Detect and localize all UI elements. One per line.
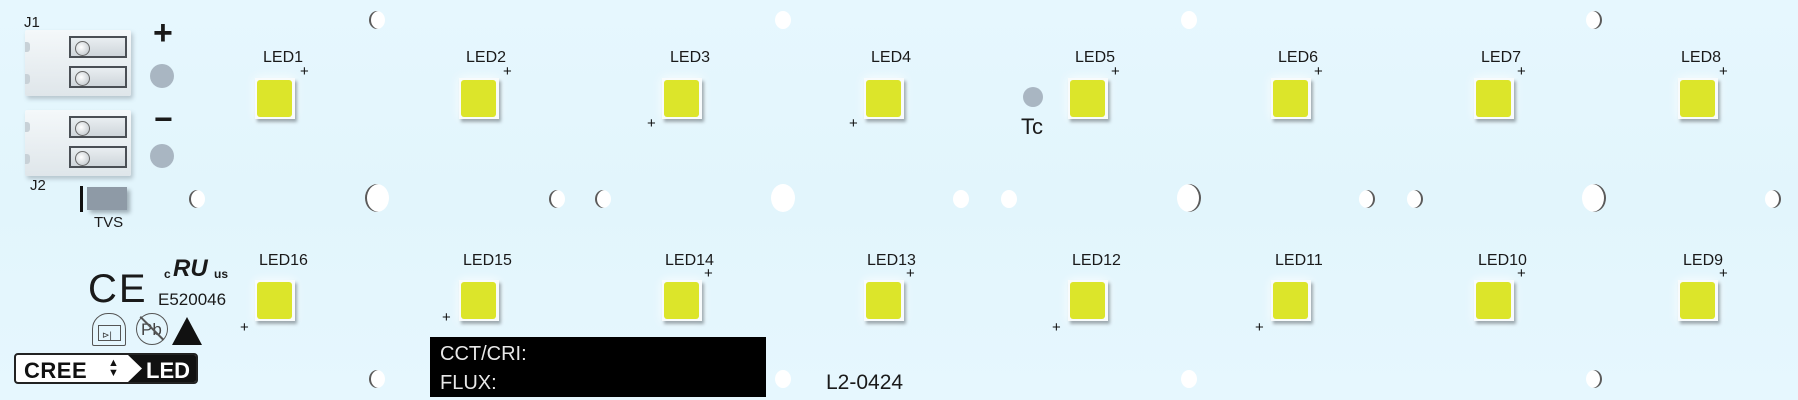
mounting-hole [1181, 11, 1197, 29]
led-label: LED12 [1072, 252, 1121, 269]
mounting-hole [369, 11, 385, 29]
mid-hole [549, 190, 565, 208]
negative-solder-pad [150, 144, 174, 168]
tvs-component [87, 187, 127, 210]
cct-cri-label: CCT/CRI: [440, 343, 527, 365]
polarity-plus: + [1111, 63, 1120, 80]
led-label: LED1 [263, 49, 304, 66]
mid-hole [953, 190, 969, 208]
mid-hole [189, 190, 205, 208]
mid-hole [1765, 190, 1781, 208]
polarity-plus: + [1719, 63, 1728, 80]
connector-j1 [25, 30, 131, 96]
plus-polarity-icon: + [153, 14, 173, 52]
polarity-plus: + [1255, 319, 1264, 336]
led-label: LED4 [871, 49, 912, 66]
led-label: LED2 [466, 49, 507, 66]
polarity-plus: + [704, 265, 713, 282]
led-label: LED9 [1683, 252, 1724, 269]
led-label: LED3 [670, 49, 711, 66]
mid-hole [595, 190, 611, 208]
polarity-plus: + [1314, 63, 1323, 80]
tvs-label: TVS [94, 214, 124, 231]
led-label: LED6 [1278, 49, 1319, 66]
logo-suffix: LED [146, 358, 190, 383]
polarity-plus: + [1052, 319, 1061, 336]
polarity-plus: + [1517, 265, 1526, 282]
mounting-hole [1586, 370, 1602, 388]
j2-label: J2 [30, 177, 46, 194]
polarity-plus: + [1517, 63, 1526, 80]
mid-hole-large [1582, 184, 1606, 212]
tvs-polarity-bar [80, 186, 83, 212]
mounting-hole [775, 11, 791, 29]
mounting-hole [775, 370, 791, 388]
led-label: LED11 [1275, 252, 1323, 269]
polarity-plus: + [906, 265, 915, 282]
logo-brand: CREE [24, 358, 88, 383]
polarity-plus: + [849, 115, 858, 132]
mid-hole [1407, 190, 1423, 208]
mid-hole-large [771, 184, 795, 212]
mid-hole-large [1177, 184, 1201, 212]
tc-label: Tc [1021, 114, 1043, 139]
part-number: L2-0424 [826, 371, 904, 394]
led-label: LED10 [1478, 252, 1527, 269]
positive-solder-pad [150, 64, 174, 88]
mounting-hole [1181, 370, 1197, 388]
led-label: LED13 [867, 252, 916, 269]
mounting-hole [1586, 11, 1602, 29]
led-label: LED16 [259, 252, 308, 269]
esd-warning-icon [172, 317, 202, 345]
minus-polarity-icon: − [154, 101, 173, 137]
led-label: LED14 [665, 252, 714, 269]
ce-mark-icon: CE [88, 267, 148, 311]
polarity-plus: + [300, 63, 309, 80]
mid-hole-large [365, 184, 389, 212]
lead-free-icon: Pb [136, 313, 168, 345]
j1-label: J1 [24, 14, 40, 31]
led-label: LED7 [1481, 49, 1522, 66]
mounting-hole [369, 370, 385, 388]
mid-hole [1359, 190, 1375, 208]
led-label: LED15 [463, 252, 512, 269]
polarity-plus: + [1719, 265, 1728, 282]
ul-file-number: E520046 [158, 290, 227, 309]
flux-label: FLUX: [440, 372, 497, 394]
polarity-plus: + [240, 319, 249, 336]
polarity-plus: + [647, 115, 656, 132]
led-label: LED5 [1075, 49, 1116, 66]
tc-measurement-point [1023, 87, 1043, 107]
led-label: LED8 [1681, 49, 1722, 66]
cree-led-logo: CREE ▲▼ LED [14, 353, 198, 384]
photobiological-safety-icon: ⊳| [92, 313, 126, 346]
logo-arrows-icon: ▲▼ [108, 357, 119, 379]
mid-hole [1001, 190, 1017, 208]
polarity-plus: + [503, 63, 512, 80]
polarity-plus: + [442, 309, 451, 326]
cct-flux-label-box: CCT/CRI: FLUX: [430, 337, 766, 397]
connector-j2 [25, 110, 131, 176]
